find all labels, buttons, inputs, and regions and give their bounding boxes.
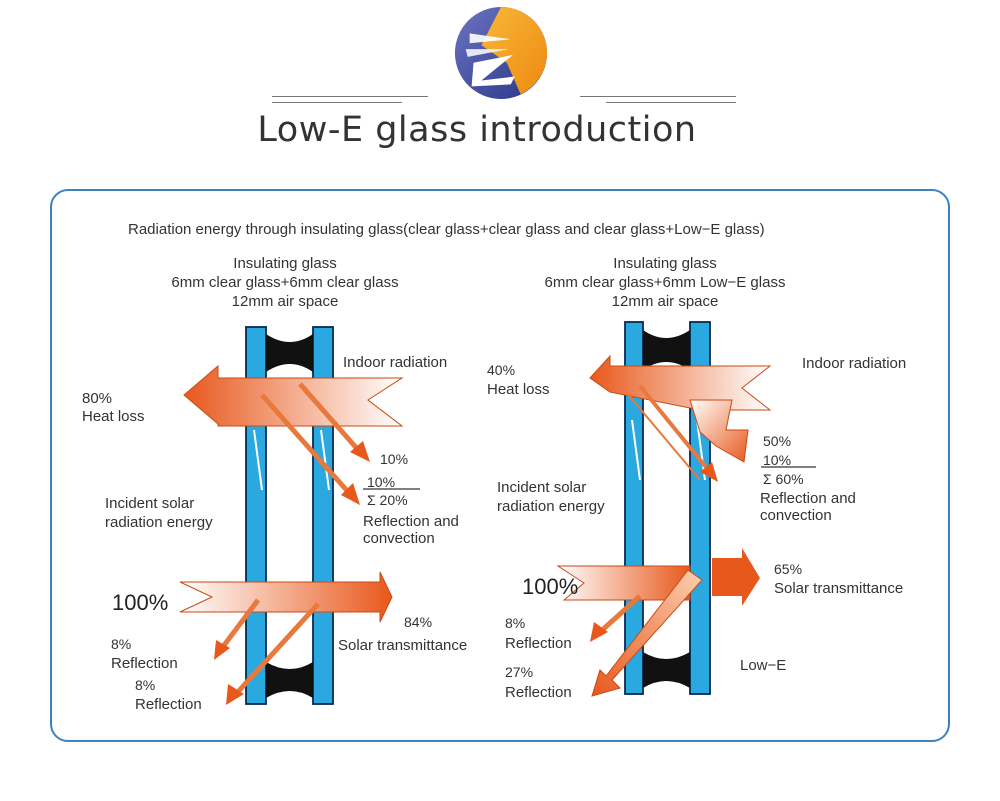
- page-title: Low-E glass introduction: [257, 110, 697, 150]
- left-refl1-pct: 8%: [111, 636, 132, 652]
- left-refl1-label: Reflection: [111, 655, 178, 672]
- left-incident-line1: Incident solar: [105, 495, 195, 512]
- right-solar-pct: 65%: [774, 561, 803, 577]
- left-heat-loss-arrow: [183, 364, 404, 427]
- right-heat-loss-arrow: [589, 354, 772, 411]
- right-refl2-pct: 27%: [505, 664, 534, 680]
- logo: [452, 4, 550, 102]
- left-convection-arrow-1: [298, 382, 362, 454]
- right-refl-conv-label2: convection: [760, 507, 832, 524]
- left-reflection-arrow-1: [220, 598, 260, 650]
- right-config-line3: 12mm air space: [611, 293, 719, 310]
- right-config-line1: Insulating glass: [613, 255, 717, 272]
- right-incident-pct: 100%: [522, 574, 579, 599]
- left-refl2-pct: 8%: [135, 677, 156, 693]
- right-heat-loss-label: Heat loss: [487, 381, 550, 398]
- right-config-line2: 6mm clear glass+6mm Low−E glass: [544, 274, 786, 291]
- left-reflection-arrow-2: [234, 602, 320, 696]
- right-reflection-arrow-2: [591, 569, 703, 697]
- right-convection-arrow-small: [638, 384, 712, 474]
- right-refl-conv-sum: Σ 60%: [763, 471, 804, 487]
- left-refl-conv-label1: Reflection and: [363, 513, 459, 530]
- right-refl1-label: Reflection: [505, 635, 572, 652]
- left-refl-conv-b: 10%: [367, 474, 396, 490]
- left-refl-conv-a: 10%: [380, 451, 409, 467]
- left-config-line1: Insulating glass: [233, 255, 337, 272]
- left-solar-label: Solar transmittance: [338, 637, 468, 654]
- left-heat-loss-label: Heat loss: [82, 408, 145, 425]
- left-refl2-label: Reflection: [135, 696, 202, 713]
- right-heat-loss-pct: 40%: [487, 362, 516, 378]
- diagram-caption: Radiation energy through insulating glas…: [128, 221, 765, 238]
- left-convection-arrow-2: [260, 393, 352, 496]
- diagram-panel: [50, 189, 950, 742]
- right-indoor-radiation: Indoor radiation: [802, 355, 907, 372]
- left-refl-conv-label2: convection: [363, 530, 435, 547]
- right-refl2-label: Reflection: [505, 684, 572, 701]
- company-logo-icon: [454, 6, 548, 100]
- left-incident-line2: radiation energy: [105, 514, 213, 531]
- left-refl-conv-sum: Σ 20%: [367, 492, 408, 508]
- right-solar-arrow: [556, 565, 691, 601]
- right-transmitted-arrow: [712, 548, 760, 606]
- right-refl-conv-label1: Reflection and: [760, 490, 856, 507]
- right-refl-conv-b: 10%: [763, 452, 792, 468]
- right-lowe-label: Low−E: [740, 657, 787, 674]
- right-reflection-arrow-1: [598, 594, 642, 634]
- left-indoor-radiation: Indoor radiation: [343, 354, 448, 371]
- right-incident-line1: Incident solar: [497, 479, 587, 496]
- right-refl-conv-a: 50%: [763, 433, 792, 449]
- left-config-line2: 6mm clear glass+6mm clear glass: [171, 274, 399, 291]
- left-config-line3: 12mm air space: [231, 293, 339, 310]
- left-solar-arrow: [179, 571, 393, 623]
- left-incident-pct: 100%: [112, 590, 169, 615]
- right-refl1-pct: 8%: [505, 615, 526, 631]
- right-solar-label: Solar transmittance: [774, 580, 904, 597]
- left-heat-loss-pct: 80%: [82, 390, 113, 407]
- right-convection-arrow-big: [689, 399, 749, 463]
- right-incident-line2: radiation energy: [497, 498, 605, 515]
- left-solar-pct: 84%: [404, 614, 433, 630]
